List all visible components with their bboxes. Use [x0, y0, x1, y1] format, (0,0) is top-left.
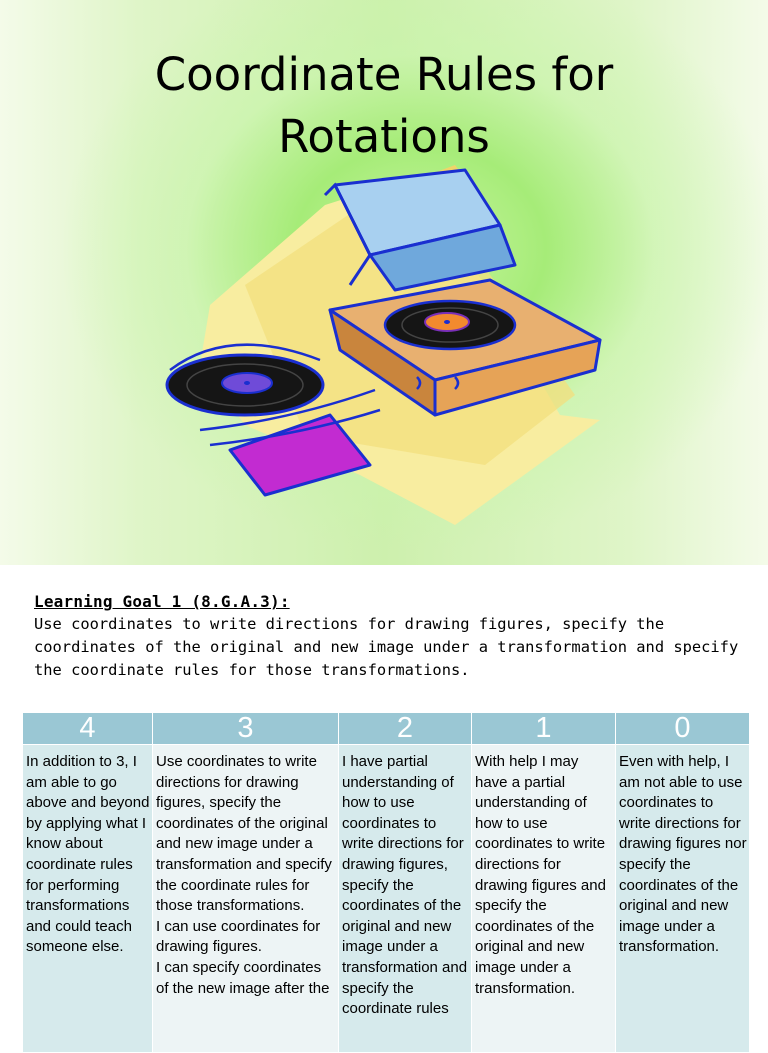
- rubric-score-0: 0: [615, 712, 750, 745]
- title-slide: Coordinate Rules for Rotations: [0, 0, 768, 565]
- rubric-score-2: 2: [338, 712, 472, 745]
- rubric-score-3: 3: [152, 712, 339, 745]
- rubric-cell-4: In addition to 3, I am able to go above …: [22, 744, 153, 1053]
- slide-title-line1: Coordinate Rules for: [154, 48, 614, 101]
- learning-goal: Learning Goal 1 (8.G.A.3): Use coordinat…: [34, 592, 744, 682]
- slide-title: Coordinate Rules for Rotations: [0, 44, 768, 168]
- rubric-cell-3: Use coordinates to write directions for …: [152, 744, 339, 1053]
- rubric-cell-0: Even with help, I am not able to use coo…: [615, 744, 750, 1053]
- rubric-cell-2: I have partial understanding of how to u…: [338, 744, 472, 1053]
- rubric-header-row: 4 3 2 1 0: [22, 712, 750, 745]
- learning-goal-title: Learning Goal 1 (8.G.A.3):: [34, 592, 290, 611]
- rubric-description-row: In addition to 3, I am able to go above …: [22, 744, 750, 1053]
- record-player-icon: [165, 165, 602, 525]
- slide-title-line2: Rotations: [278, 110, 490, 163]
- rubric-score-4: 4: [22, 712, 153, 745]
- rubric-table: 4 3 2 1 0 In addition to 3, I am able to…: [22, 712, 750, 1053]
- learning-goal-text: Use coordinates to write directions for …: [34, 615, 739, 679]
- rubric-score-1: 1: [471, 712, 616, 745]
- rubric-cell-1: With help I may have a partial understan…: [471, 744, 616, 1053]
